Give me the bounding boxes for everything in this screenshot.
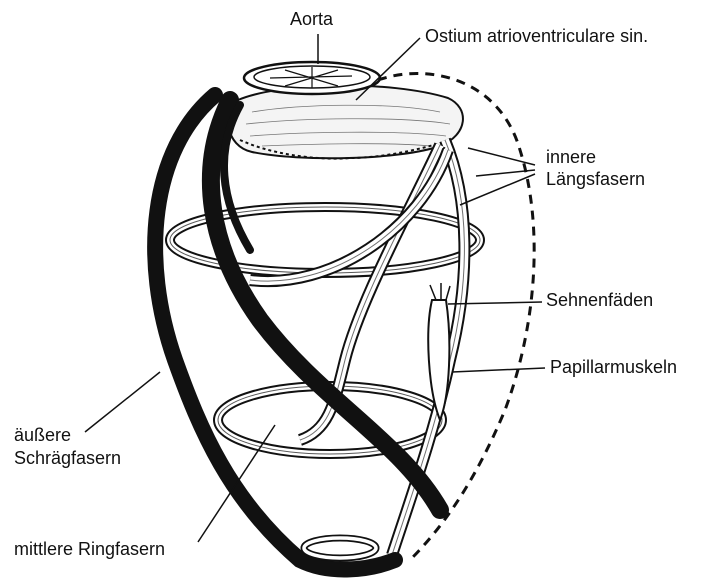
label-aeussere-line1: äußere: [14, 425, 71, 445]
label-papillarmuskeln: Papillarmuskeln: [550, 357, 677, 377]
label-ostium: Ostium atrioventriculare sin.: [425, 26, 648, 46]
label-sehnenfaeden: Sehnenfäden: [546, 290, 653, 310]
heart-base: [228, 85, 463, 158]
label-innere-line1: innere: [546, 147, 596, 167]
label-innere-line2: Längsfasern: [546, 169, 645, 189]
outer-oblique-fibers: [155, 95, 440, 569]
aorta-ring: [244, 62, 380, 94]
label-mittlere: mittlere Ringfasern: [14, 539, 165, 559]
apex-ring: [304, 538, 376, 558]
label-aeussere-line2: Schrägfasern: [14, 448, 121, 468]
label-aorta: Aorta: [290, 9, 334, 29]
